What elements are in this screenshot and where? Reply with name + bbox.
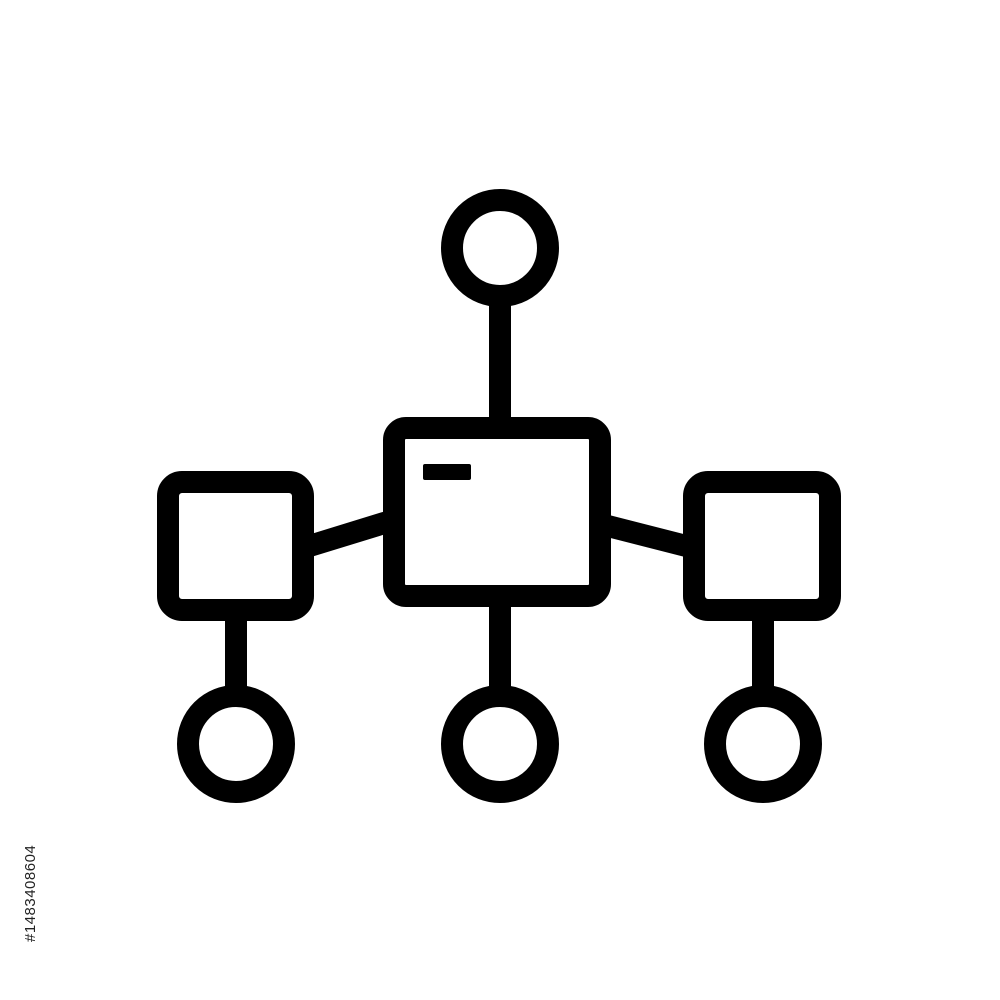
stock-image-id: #1483408604: [22, 844, 39, 942]
left-box: [157, 471, 314, 621]
right-connector: [589, 513, 705, 559]
central-box-label-bar: [423, 464, 471, 480]
left-bottom-node-circle: [177, 685, 295, 803]
left-connector: [292, 509, 405, 559]
right-box: [683, 471, 841, 621]
top-node-circle: [441, 189, 559, 307]
center-bottom-node-circle: [441, 685, 559, 803]
central-box: [383, 417, 611, 607]
right-bottom-node-circle: [704, 685, 822, 803]
